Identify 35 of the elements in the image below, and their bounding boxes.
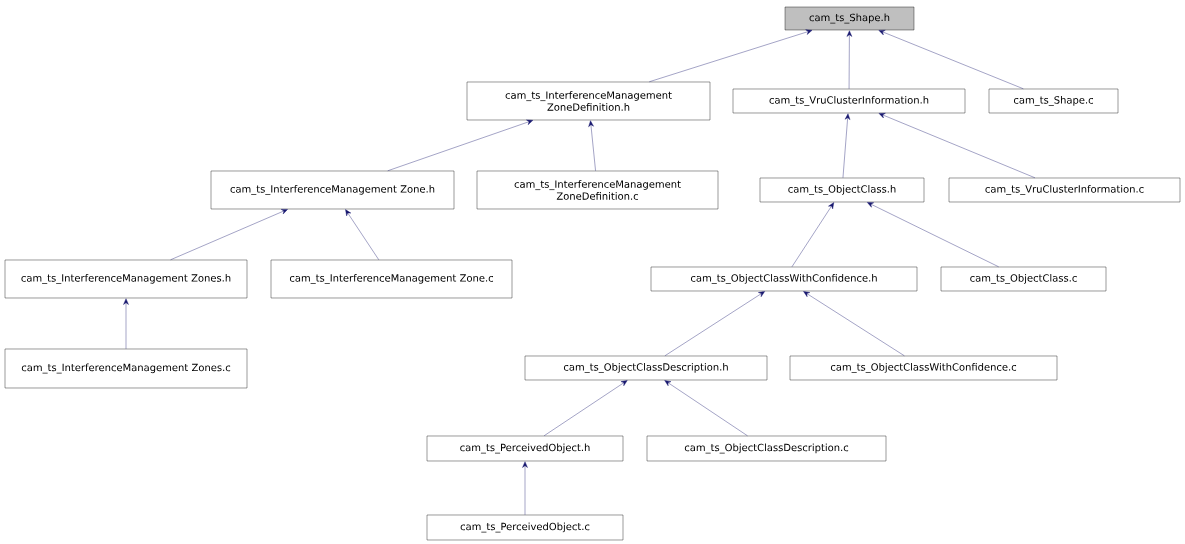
file-box: cam_ts_ObjectClass.c bbox=[940, 266, 1107, 292]
arrow bbox=[522, 461, 528, 515]
file-box: cam_ts_InterferenceManagement Zones.c bbox=[4, 348, 248, 389]
arrow bbox=[878, 30, 1024, 89]
arrow bbox=[664, 291, 765, 356]
arrow bbox=[170, 209, 288, 260]
file-box: cam_ts_VruClusterInformation.h bbox=[732, 88, 966, 114]
file-box: cam_ts_InterferenceManagement Zone.h bbox=[210, 170, 455, 210]
file-box: cam_ts_PerceivedObject.c bbox=[426, 514, 624, 541]
file-box: cam_ts_ObjectClassDescription.c bbox=[646, 435, 887, 462]
file-box: cam_ts_InterferenceManagement Zones.h bbox=[4, 259, 248, 299]
file-box: cam_ts_PerceivedObject.h bbox=[426, 435, 624, 462]
arrow bbox=[588, 120, 596, 171]
arrow bbox=[867, 202, 999, 267]
file-box: cam_ts_Shape.h bbox=[784, 6, 915, 31]
file-box: cam_ts_ObjectClassDescription.h bbox=[524, 355, 768, 381]
file-box: cam_ts_ObjectClassWithConfidence.h bbox=[650, 266, 918, 292]
file-box: cam_ts_InterferenceManagement Zone.c bbox=[270, 259, 513, 299]
arrow bbox=[846, 30, 853, 89]
file-box: cam_ts_VruClusterInformation.c bbox=[948, 177, 1181, 203]
file-box: cam_ts_InterferenceManagement ZoneDefinition.h bbox=[466, 81, 711, 121]
arrow bbox=[345, 209, 379, 260]
file-box: cam_ts_Shape.c bbox=[988, 88, 1119, 114]
arrow bbox=[543, 380, 628, 436]
arrow bbox=[803, 291, 905, 356]
file-box: cam_ts_InterferenceManagement ZoneDefinition.c bbox=[476, 170, 719, 210]
file-box: cam_ts_ObjectClass.h bbox=[759, 177, 925, 203]
arrow bbox=[842, 113, 851, 178]
file-box: cam_ts_ObjectClassWithConfidence.c bbox=[789, 355, 1058, 381]
arrow bbox=[123, 298, 129, 349]
arrow bbox=[791, 202, 834, 267]
arrow bbox=[878, 113, 1036, 178]
arrow bbox=[664, 380, 748, 436]
arrow bbox=[649, 29, 813, 82]
arrow bbox=[387, 119, 534, 171]
